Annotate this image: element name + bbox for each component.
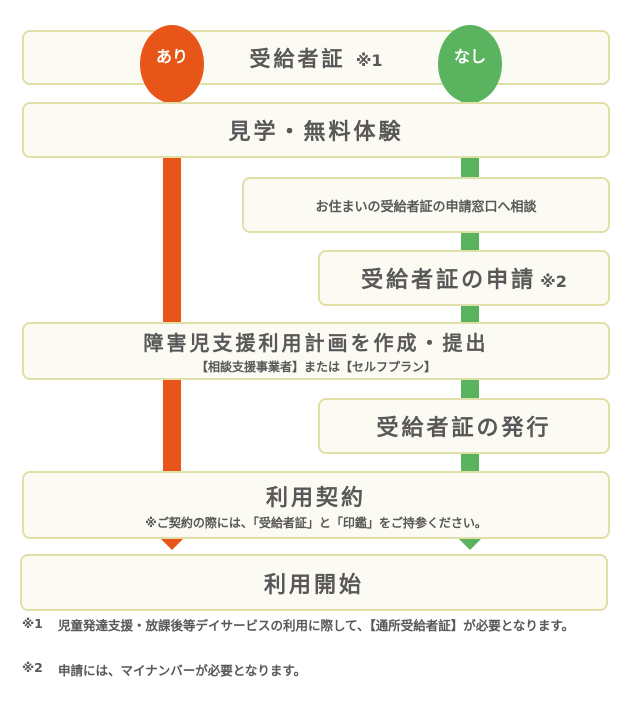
footnote-key: ※2: [22, 660, 43, 675]
contract-sub: ※ご契約の際には、「受給者証」と「印鑑」をご持参ください。: [145, 515, 487, 530]
step-start: 利用開始: [20, 554, 608, 611]
nashi-arrow-icon: [456, 536, 484, 550]
step-issue: 受給者証の発行: [318, 398, 610, 454]
certificate-label: 受給者証: [249, 46, 346, 71]
step-contract: 利用契約 ※ご契約の際には、「受給者証」と「印鑑」をご持参ください。: [22, 471, 610, 539]
apply-note-mark: ※2: [540, 272, 567, 291]
apply-label: 受給者証の申請: [361, 268, 537, 293]
step-apply: 受給者証の申請※2: [318, 250, 610, 306]
ari-path-line: [163, 90, 181, 540]
contract-label: 利用契約: [265, 485, 366, 511]
footnote-1: ※1 児童発達支援・放課後等デイサービスの利用に際して、【通所受給者証】が必要とな…: [22, 616, 602, 635]
certificate-note-mark: ※1: [355, 50, 383, 70]
footnote-2: ※2 申請には、マイナンバーが必要となります。: [22, 660, 306, 679]
footnote-text: 申請には、マイナンバーが必要となります。: [58, 663, 307, 678]
badge-nashi: なし: [438, 25, 502, 103]
step-visit: 見学・無料体験: [22, 102, 610, 158]
ari-arrow-icon: [158, 536, 186, 550]
plan-sub: 【相談支援事業者】または【セルフプラン】: [195, 360, 436, 374]
footnote-key: ※1: [22, 616, 43, 631]
step-consult: お住まいの受給者証の申請窓口へ相談: [242, 177, 610, 233]
step-plan: 障害児支援利用計画を作成・提出【相談支援事業者】または【セルフプラン】: [22, 322, 610, 380]
plan-label: 障害児支援利用計画を作成・提出: [143, 331, 489, 355]
step-certificate: 受給者証 ※1: [22, 30, 610, 85]
footnote-text: 児童発達支援・放課後等デイサービスの利用に際して、【通所受給者証】が必要となりま…: [58, 618, 575, 633]
badge-ari: あり: [140, 25, 204, 103]
